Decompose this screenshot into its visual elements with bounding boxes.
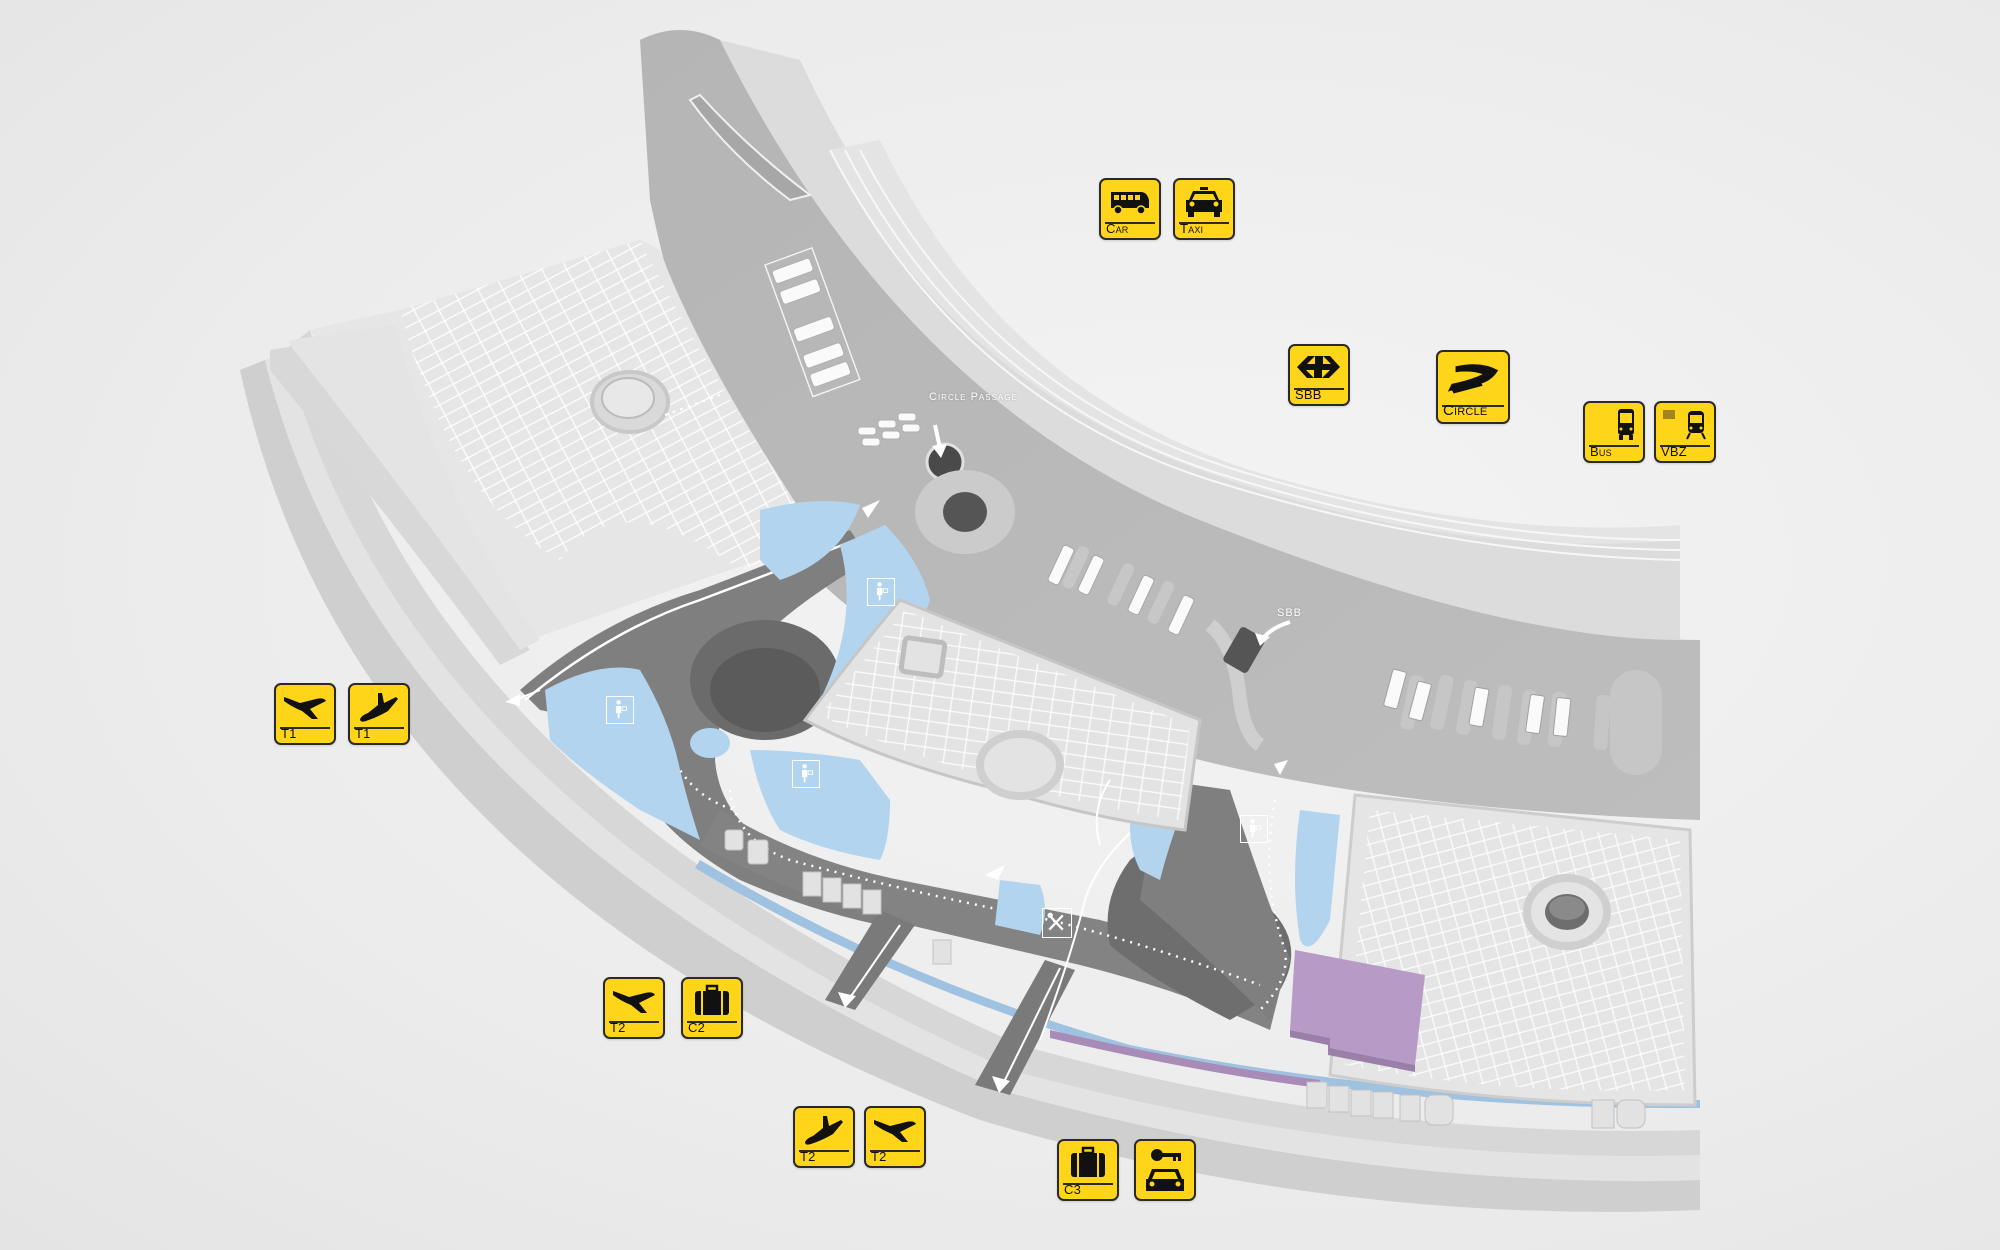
circle-passage-label: Circle Passage — [929, 391, 1018, 403]
sign-label: Car — [1106, 221, 1129, 236]
sign-label: Taxi — [1180, 221, 1204, 236]
car-rental-icon — [1140, 1145, 1190, 1197]
sign-label: T2 — [610, 1020, 626, 1035]
bus-icon — [1589, 407, 1639, 441]
direction-arrows — [862, 500, 1288, 880]
sign-label: T1 — [355, 726, 371, 741]
sign-t2-arrival[interactable]: T2 — [793, 1106, 855, 1168]
departure-plane-icon — [609, 983, 659, 1017]
sign-label: T2 — [871, 1149, 887, 1164]
sign-bus[interactable]: Bus — [1583, 401, 1645, 463]
parking-deck-east — [1328, 793, 1697, 1107]
restaurant-icon — [1042, 908, 1072, 938]
sign-label: SBB — [1295, 387, 1322, 402]
sign-label: VBZ — [1661, 444, 1687, 459]
shopping-icon — [792, 760, 820, 788]
shopping-icon — [1240, 815, 1268, 843]
circle-passage — [915, 424, 1015, 554]
sign-car[interactable]: Car — [1099, 178, 1161, 240]
parking-deck-west — [310, 240, 820, 640]
sign-c2[interactable]: C2 — [681, 977, 743, 1039]
departure-plane-icon — [280, 689, 330, 723]
sign-label: C2 — [688, 1020, 706, 1035]
sign-sbb[interactable]: SBB — [1288, 344, 1350, 406]
cars-small — [857, 412, 921, 447]
taxi-icon — [1179, 184, 1229, 218]
departure-plane-icon — [870, 1112, 920, 1146]
terminal-facade-west — [270, 325, 540, 665]
sign-t1-departure-left[interactable]: T1 — [274, 683, 336, 745]
circle-building-icon — [1442, 356, 1504, 400]
terminal-base — [240, 330, 1700, 1212]
bus-coach-icon — [1105, 184, 1155, 218]
sign-taxi[interactable]: Taxi — [1173, 178, 1235, 240]
sign-circle[interactable]: Circle — [1436, 350, 1510, 424]
sbb-logo-icon — [1294, 350, 1344, 384]
sign-vbz[interactable]: VBZ — [1654, 401, 1716, 463]
sign-t1-arrival[interactable]: T1 — [348, 683, 410, 745]
baggage-icon — [687, 983, 737, 1017]
parking-deck-center — [802, 598, 1202, 846]
arrival-plane-icon — [799, 1112, 849, 1146]
sign-c3[interactable]: C3 — [1057, 1139, 1119, 1201]
baggage-icon — [1063, 1145, 1113, 1179]
arrival-plane-icon — [354, 689, 404, 723]
sign-label: T2 — [800, 1149, 816, 1164]
sign-label: C3 — [1064, 1182, 1082, 1197]
sign-label: Circle — [1443, 402, 1488, 419]
sign-t2-departure-b[interactable]: T2 — [864, 1106, 926, 1168]
purple-building — [1290, 950, 1425, 1072]
roads — [505, 530, 1292, 1095]
sign-label: Bus — [1590, 444, 1612, 459]
sign-car-rental[interactable] — [1134, 1139, 1196, 1201]
sign-label: T1 — [281, 726, 297, 741]
sbb-entrance — [1223, 620, 1291, 673]
sbb-entrance-label: SBB — [1277, 607, 1303, 619]
coach-parking — [764, 247, 1611, 751]
shopping-icon — [606, 696, 634, 724]
sign-t2-departure-a[interactable]: T2 — [603, 977, 665, 1039]
shopping-icon — [867, 578, 895, 606]
tram-icon — [1660, 407, 1710, 441]
facade-pavilions — [724, 829, 1646, 1129]
